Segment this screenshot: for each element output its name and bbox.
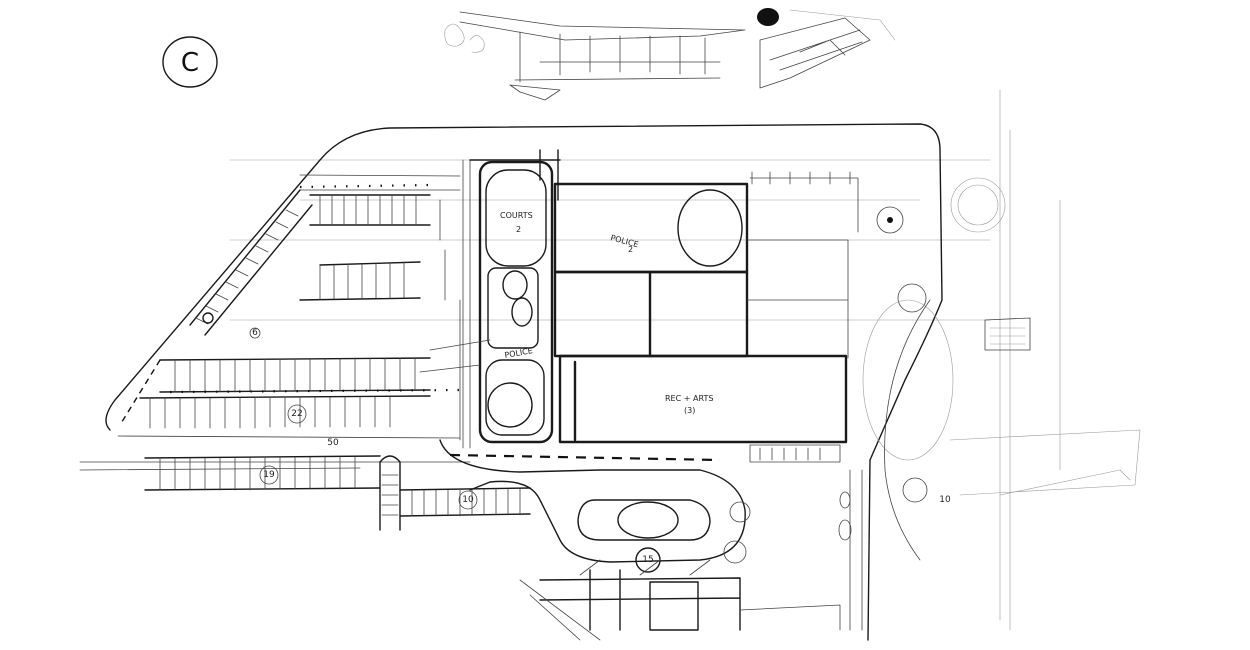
count-south-lot: 10 (462, 495, 474, 505)
sheet-letter: C (181, 48, 199, 78)
top-elevation-sketch (444, 8, 896, 101)
count-mid-lot: 50 (327, 438, 339, 448)
count-west-small: 6 (252, 328, 258, 338)
count-upper-lot: 22 (291, 409, 302, 419)
parking-counts: 22 19 50 10 15 6 10 (252, 328, 951, 565)
sheet-letter-mark: C (162, 36, 218, 88)
police-number: 2 (628, 245, 633, 254)
landscape-elements (202, 206, 954, 631)
parking-rows (119, 183, 531, 531)
count-lower-lot: 19 (263, 470, 275, 480)
count-dropoff: 15 (642, 555, 653, 565)
count-east-edge: 10 (939, 495, 951, 505)
courts-label: COURTS (500, 211, 533, 220)
site-boundary (105, 123, 943, 641)
drop-off-loop (439, 439, 751, 573)
context-lines (79, 89, 1141, 631)
rec-arts-number: (3) (684, 406, 695, 415)
police-label: POLICE (609, 233, 639, 249)
rec-arts-label: REC + ARTS (665, 394, 713, 403)
south-entry-structure (519, 559, 841, 641)
building-footprint (419, 149, 859, 463)
courts-number: 2 (516, 225, 521, 234)
